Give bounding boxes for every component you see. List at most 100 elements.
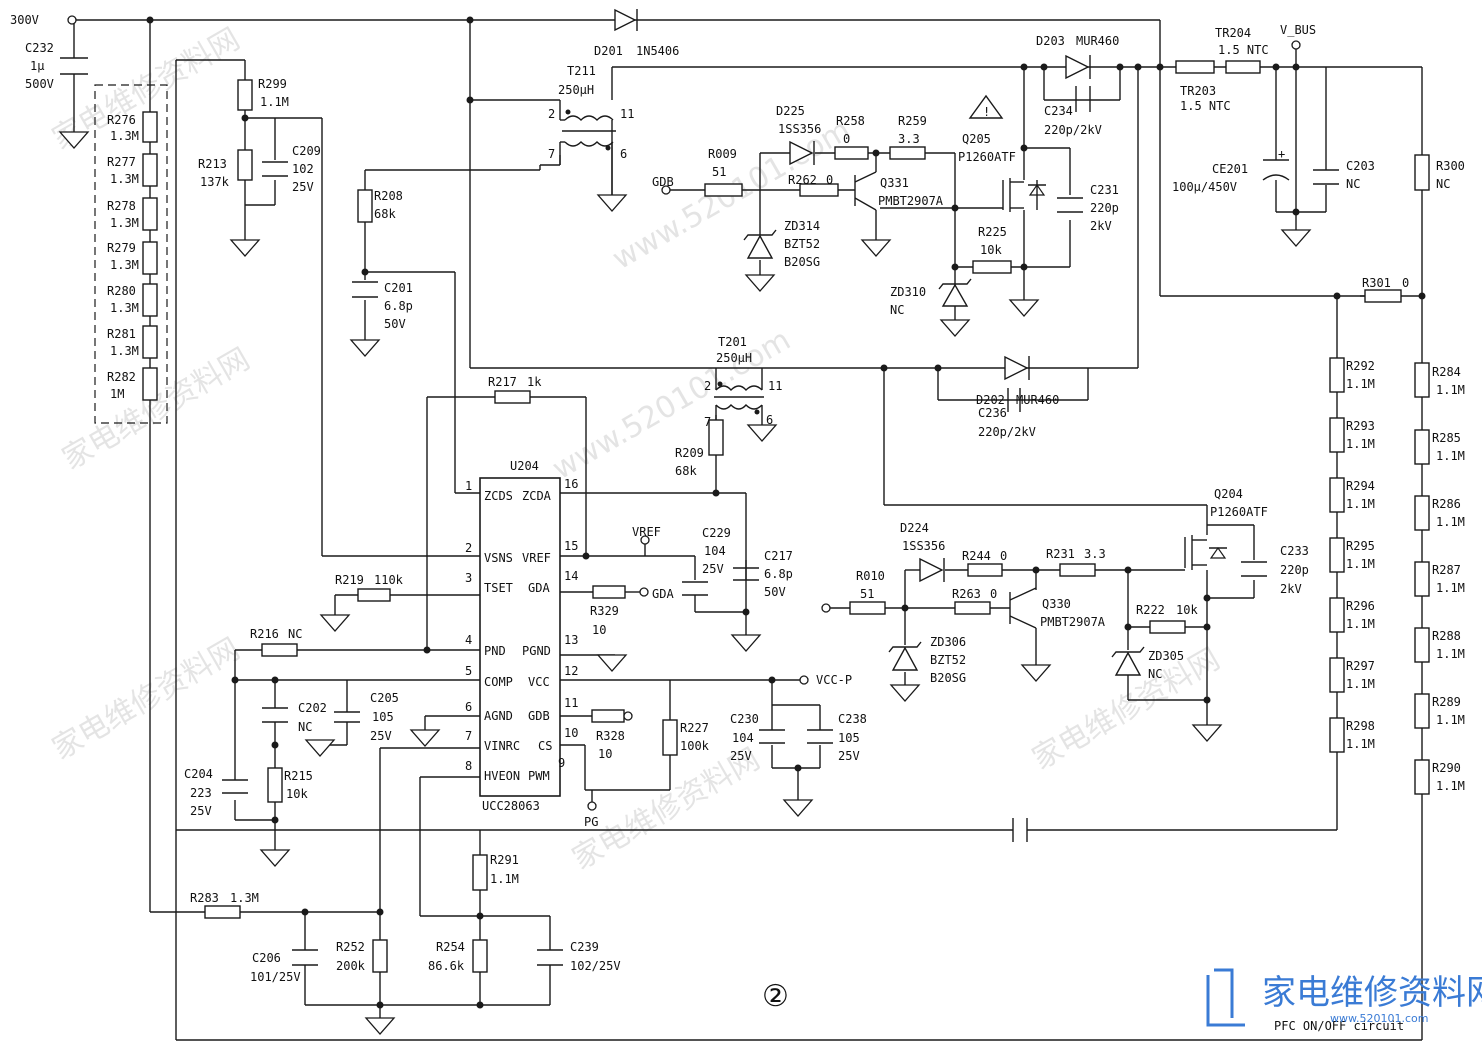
label-ref: C238: [838, 712, 867, 726]
ic-pin-name: ZCDS: [484, 489, 513, 503]
resistor-r280: [142, 283, 158, 317]
ic-pin-name: GDB: [528, 709, 550, 723]
label-value: 1.1M: [1436, 647, 1465, 661]
ic-pin-num: 11: [564, 696, 578, 710]
label-value: 0: [826, 173, 833, 187]
label-ref: R009: [708, 147, 737, 161]
capacitor-c204: [222, 779, 248, 794]
label-pin: 6: [620, 147, 627, 161]
label-value: 1.3M: [110, 258, 139, 272]
ic-pin-name: ZCDA: [522, 489, 552, 503]
label-ref: R227: [680, 721, 709, 735]
net-label-pg: PG: [584, 815, 598, 829]
capacitor-c202: [262, 707, 288, 723]
ic-pin-num: 14: [564, 569, 578, 583]
resistor-r216: [261, 643, 298, 657]
label-ref: R300: [1436, 159, 1465, 173]
label-value: 51: [860, 587, 874, 601]
ic-pin-num: 3: [465, 571, 472, 585]
label-value: 200k: [336, 959, 366, 973]
label-ref: R296: [1346, 599, 1375, 613]
ic-pin-name: VCC: [528, 675, 550, 689]
transformer-t211: [559, 109, 616, 195]
resistor-r217: [494, 390, 531, 404]
label-ref: R259: [898, 114, 927, 128]
label-ref: R222: [1136, 603, 1165, 617]
capacitor-c231: [1057, 197, 1083, 213]
label-value: NC: [1148, 667, 1162, 681]
ic-pin-name: VREF: [522, 551, 551, 565]
label-value: MUR460: [1076, 34, 1119, 48]
label-value: 25V: [370, 729, 392, 743]
label-ref: ZD314: [784, 219, 820, 233]
label-ref: C230: [730, 712, 759, 726]
label-ref: R299: [258, 77, 287, 91]
label-pin: 7: [704, 415, 711, 429]
label-value: 1.1M: [1346, 677, 1375, 691]
label-value: 105: [372, 710, 394, 724]
transformer-t201: [714, 381, 764, 420]
ic-u204: [479, 477, 561, 797]
label-ref: R217: [488, 375, 517, 389]
label-ref: Q330: [1042, 597, 1071, 611]
ic-pin-num: 8: [465, 759, 472, 773]
brand-text: 家电维修资料网: [1262, 973, 1482, 1013]
label-value: 10k: [1176, 603, 1198, 617]
net-label-300v: 300V: [10, 13, 39, 27]
label-ref: C206: [252, 951, 281, 965]
label-value: NC: [298, 720, 312, 734]
label-ref: R285: [1432, 431, 1461, 445]
label-ref: R293: [1346, 419, 1375, 433]
resistor-r284: [1414, 362, 1430, 398]
zener-zd314: [743, 229, 777, 259]
resistor-r293: [1329, 417, 1345, 453]
resistor-r295: [1329, 537, 1345, 573]
label-ref: C239: [570, 940, 599, 954]
capacitor-c201: [352, 281, 378, 298]
ic-pin-num: 15: [564, 539, 578, 553]
label-ref: C236: [978, 406, 1007, 420]
label-pin: 2: [548, 107, 555, 121]
resistor-r288: [1414, 627, 1430, 663]
label-ref: R262: [788, 173, 817, 187]
label-ref: R328: [596, 729, 625, 743]
ic-pin-name: COMP: [484, 675, 513, 689]
mosfet-q204: [1184, 535, 1227, 570]
label-ref: TR204: [1215, 26, 1251, 40]
label-value: NC: [890, 303, 904, 317]
label-ref: R276: [107, 113, 136, 127]
label-ref: C205: [370, 691, 399, 705]
label-ref: Q204: [1214, 487, 1243, 501]
ic-pin-num: 7: [465, 729, 472, 743]
label-value: 10k: [286, 787, 308, 801]
diode-d224: [919, 557, 945, 583]
label-ref: R280: [107, 284, 136, 298]
capacitor-c238: [807, 729, 833, 744]
label-value: 104: [704, 544, 726, 558]
label-value: 1μ: [30, 59, 44, 73]
ic-pin-name: HVEON: [484, 769, 520, 783]
label-ref: ZD310: [890, 285, 926, 299]
label-value: 102/25V: [570, 959, 621, 973]
label-ref: R279: [107, 241, 136, 255]
ic-pin-name: CS: [538, 739, 552, 753]
capacitor-c206: [292, 949, 318, 966]
net-labels: 300V V_BUS GDB VREF GDA VCC-P PG: [10, 13, 1316, 829]
capacitor-c233: [1241, 561, 1267, 577]
label-ref: R010: [856, 569, 885, 583]
label-value: 25V: [838, 749, 860, 763]
resistor-r227: [662, 719, 678, 756]
label-ref: R231: [1046, 547, 1075, 561]
label-ref: D224: [900, 521, 929, 535]
ic-pin-num: 9: [558, 756, 565, 770]
label-value: 1.3M: [110, 172, 139, 186]
label-ref: T201: [718, 335, 747, 349]
capacitor-c234: [1075, 86, 1091, 112]
label-ref: R329: [590, 604, 619, 618]
label-value: 1.1M: [1346, 617, 1375, 631]
label-value: 51: [712, 165, 726, 179]
label-value: 1.5 NTC: [1218, 43, 1269, 57]
label-ref: R295: [1346, 539, 1375, 553]
capacitor-c229: [682, 581, 708, 596]
ic-pin-num: 1: [465, 479, 472, 493]
